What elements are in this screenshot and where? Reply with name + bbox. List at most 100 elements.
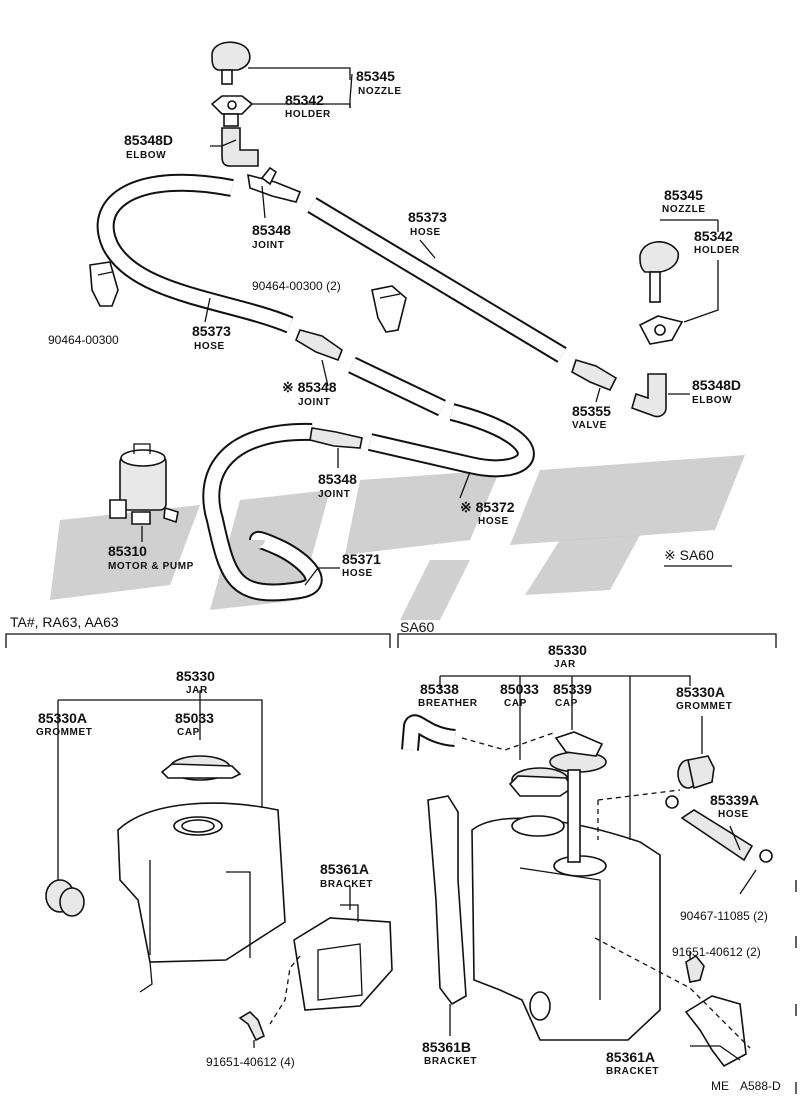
- section-divider-right: [397, 633, 777, 648]
- label-85361b: 85361B BRACKET: [422, 1039, 476, 1067]
- part-number: 85310: [108, 543, 147, 559]
- part-name: HOSE: [194, 341, 225, 352]
- label-85033-right: 85033 CAP: [500, 681, 539, 709]
- part-name: BRACKET: [606, 1066, 659, 1077]
- part-number: 85342: [694, 228, 733, 244]
- label-85330a-left: 85330A GROMMET: [36, 710, 92, 738]
- legend-text: ※ SA60: [664, 547, 714, 563]
- part-name: JOINT: [252, 240, 284, 251]
- label-85371: 85371 HOSE: [342, 551, 381, 579]
- part-name: ELBOW: [692, 395, 732, 406]
- part-number: 85339A: [710, 792, 759, 808]
- label-85310: 85310 MOTOR & PUMP: [108, 543, 194, 572]
- section-title-right: SA60: [400, 619, 434, 635]
- label-85348d-top: 85348D ELBOW: [124, 132, 173, 161]
- part-name: HOSE: [718, 809, 749, 820]
- label-85348-joint-c: 85348 JOINT: [318, 471, 357, 500]
- part-name: HOLDER: [285, 109, 331, 120]
- part-name: BREATHER: [418, 698, 478, 709]
- label-85345-right: 85345 NOZZLE: [662, 187, 706, 215]
- label-85330-left: 85330 JAR: [176, 668, 215, 696]
- grommet-icon: [677, 755, 715, 790]
- figure-code: ME A588-D: [711, 1079, 781, 1093]
- part-number: 85348D: [124, 132, 173, 148]
- part-name: HOSE: [478, 516, 509, 527]
- part-name: HOSE: [410, 227, 441, 238]
- valve-icon: [571, 359, 618, 392]
- label-91651-40612-right: 91651-40612 (2): [672, 945, 761, 959]
- part-number: 85330A: [38, 710, 87, 726]
- part-name: GROMMET: [36, 727, 92, 738]
- cap-icon: [160, 755, 242, 781]
- label-90464-00300-left: 90464-00300: [48, 333, 119, 347]
- holder-icon: [638, 315, 684, 345]
- part-number: 85330A: [676, 684, 725, 700]
- label-85338: 85338 BREATHER: [418, 681, 478, 709]
- jar-icon: [117, 802, 286, 993]
- elbow-icon: [221, 127, 259, 167]
- part-number: ※ 85372: [460, 499, 515, 515]
- elbow-icon: [631, 373, 667, 418]
- holder-icon: [210, 95, 254, 127]
- label-85342-top: 85342 HOLDER: [285, 92, 331, 120]
- part-name: HOLDER: [694, 245, 740, 256]
- section-divider-left: [5, 633, 391, 648]
- part-name: BRACKET: [320, 879, 373, 890]
- label-85345-top: 85345 NOZZLE: [356, 68, 402, 97]
- jar-icon: [471, 815, 661, 1041]
- label-85355: 85355 VALVE: [572, 403, 611, 431]
- hose-85373-left: [96, 173, 294, 334]
- part-name: NOZZLE: [358, 86, 402, 97]
- label-85373-right: 85373 HOSE: [408, 209, 447, 238]
- part-name: CAP: [555, 698, 578, 709]
- part-number: 85330: [176, 668, 215, 684]
- section-title-left: TA#, RA63, AA63: [10, 614, 119, 630]
- bolt-icon: [238, 1010, 266, 1042]
- grommet-icon: [45, 879, 85, 917]
- joint-icon: [247, 166, 302, 203]
- part-name: JAR: [186, 685, 208, 696]
- part-number: 85345: [664, 187, 703, 203]
- part-name: MOTOR & PUMP: [108, 561, 194, 572]
- part-number: 85345: [356, 68, 395, 84]
- part-number: 85338: [420, 681, 459, 697]
- hose-85372: [348, 356, 535, 478]
- hose-85373-right: [307, 197, 567, 363]
- part-name: NOZZLE: [662, 204, 706, 215]
- part-name: JAR: [554, 659, 576, 670]
- part-number: 85348: [252, 222, 291, 238]
- part-number: 85355: [572, 403, 611, 419]
- hose-icon: [665, 795, 773, 863]
- part-number: 85033: [175, 710, 214, 726]
- part-number: 85371: [342, 551, 381, 567]
- nozzle-icon: [211, 41, 251, 85]
- clamp-icon: [371, 285, 407, 333]
- hose-85371: [202, 422, 323, 602]
- part-number: 85361A: [606, 1049, 655, 1065]
- label-91651-40612-left: 91651-40612 (4): [206, 1055, 295, 1069]
- bracket-icon: [684, 995, 747, 1068]
- cap-icon: [549, 731, 607, 863]
- label-90464-00300-mid: 90464-00300 (2): [252, 279, 341, 293]
- part-number: 85348: [318, 471, 357, 487]
- part-number: 85361A: [320, 861, 369, 877]
- part-name: GROMMET: [676, 701, 732, 712]
- part-number: 85373: [192, 323, 231, 339]
- part-name: JOINT: [318, 489, 350, 500]
- part-number: 85330: [548, 642, 587, 658]
- bracket-icon: [293, 904, 393, 1011]
- joint-icon: [309, 427, 363, 449]
- bolt-icon: [685, 954, 705, 983]
- part-number: 85339: [553, 681, 592, 697]
- part-name: HOSE: [342, 568, 373, 579]
- label-85348d-right: 85348D ELBOW: [692, 377, 741, 406]
- part-number: 85342: [285, 92, 324, 108]
- part-name: JOINT: [298, 397, 330, 408]
- nozzle-icon: [639, 241, 680, 303]
- label-85373-left: 85373 HOSE: [192, 323, 231, 352]
- part-number: 85373: [408, 209, 447, 225]
- watermark-logo: [50, 455, 745, 620]
- part-name: VALVE: [572, 420, 607, 431]
- label-85339: 85339 CAP: [553, 681, 592, 709]
